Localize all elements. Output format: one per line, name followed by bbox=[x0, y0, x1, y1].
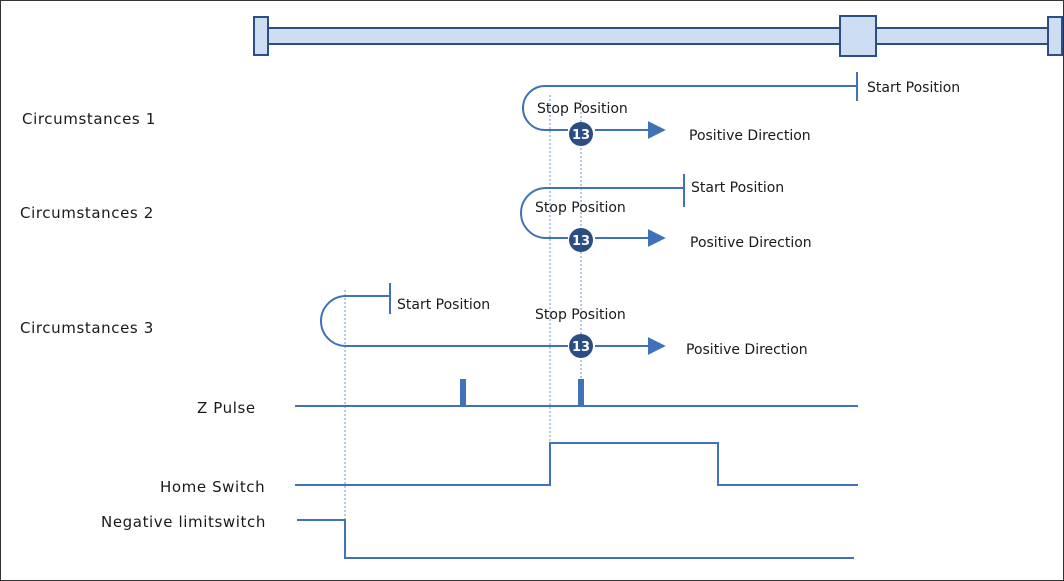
circumstance-3-start-label: Start Position bbox=[397, 297, 490, 313]
rail-end-left bbox=[253, 16, 269, 56]
circumstance-1-start-label: Start Position bbox=[867, 80, 960, 96]
circumstance-1-direction-label: Positive Direction bbox=[689, 128, 811, 144]
circumstance-3-marker bbox=[569, 334, 593, 358]
circumstance-2-path bbox=[520, 187, 684, 239]
circumstance-1-path bbox=[522, 85, 857, 131]
circumstance-1-stop-label: Stop Position bbox=[537, 101, 628, 117]
rail-end-right bbox=[1047, 16, 1063, 56]
circumstance-2-marker bbox=[569, 228, 593, 252]
axis-rail bbox=[253, 15, 1063, 57]
home-switch-waveform bbox=[295, 442, 858, 486]
home-switch-label: Home Switch bbox=[160, 478, 265, 496]
circumstance-1-marker bbox=[569, 122, 593, 146]
circumstance-3-path bbox=[320, 295, 568, 347]
circumstance-2-stop-label: Stop Position bbox=[535, 200, 626, 216]
z-pulse-spike-1 bbox=[460, 379, 466, 406]
circumstance-2-direction-label: Positive Direction bbox=[690, 235, 812, 251]
home-switch-signal: Home Switch bbox=[160, 442, 858, 496]
negative-limit-waveform bbox=[297, 519, 854, 559]
z-pulse-label: Z Pulse bbox=[197, 399, 256, 417]
circumstance-2-label: Circumstances 2 bbox=[20, 204, 154, 222]
guide-lines bbox=[344, 95, 582, 556]
circumstance-1: Circumstances 1 Start Position Stop Posi… bbox=[22, 72, 960, 146]
circumstance-2-marker-number: 13 bbox=[572, 234, 590, 249]
circumstance-2: Circumstances 2 Start Position Stop Posi… bbox=[20, 174, 812, 252]
z-pulse-spike-2 bbox=[578, 379, 584, 406]
circumstance-3-marker-number: 13 bbox=[572, 340, 590, 355]
negative-limit-signal: Negative limitswitch bbox=[101, 513, 854, 559]
circumstance-3-stop-label: Stop Position bbox=[535, 307, 626, 323]
circumstance-1-label: Circumstances 1 bbox=[22, 110, 156, 128]
z-pulse-signal: Z Pulse bbox=[197, 379, 858, 417]
circumstance-3-label: Circumstances 3 bbox=[20, 319, 154, 337]
circumstance-1-marker-number: 13 bbox=[572, 128, 590, 143]
carriage-block bbox=[839, 15, 877, 57]
circumstance-2-start-label: Start Position bbox=[691, 180, 784, 196]
negative-limit-label: Negative limitswitch bbox=[101, 513, 266, 531]
circumstance-3-direction-label: Positive Direction bbox=[686, 342, 808, 358]
circumstance-3: Circumstances 3 Start Position Stop Posi… bbox=[20, 283, 808, 358]
